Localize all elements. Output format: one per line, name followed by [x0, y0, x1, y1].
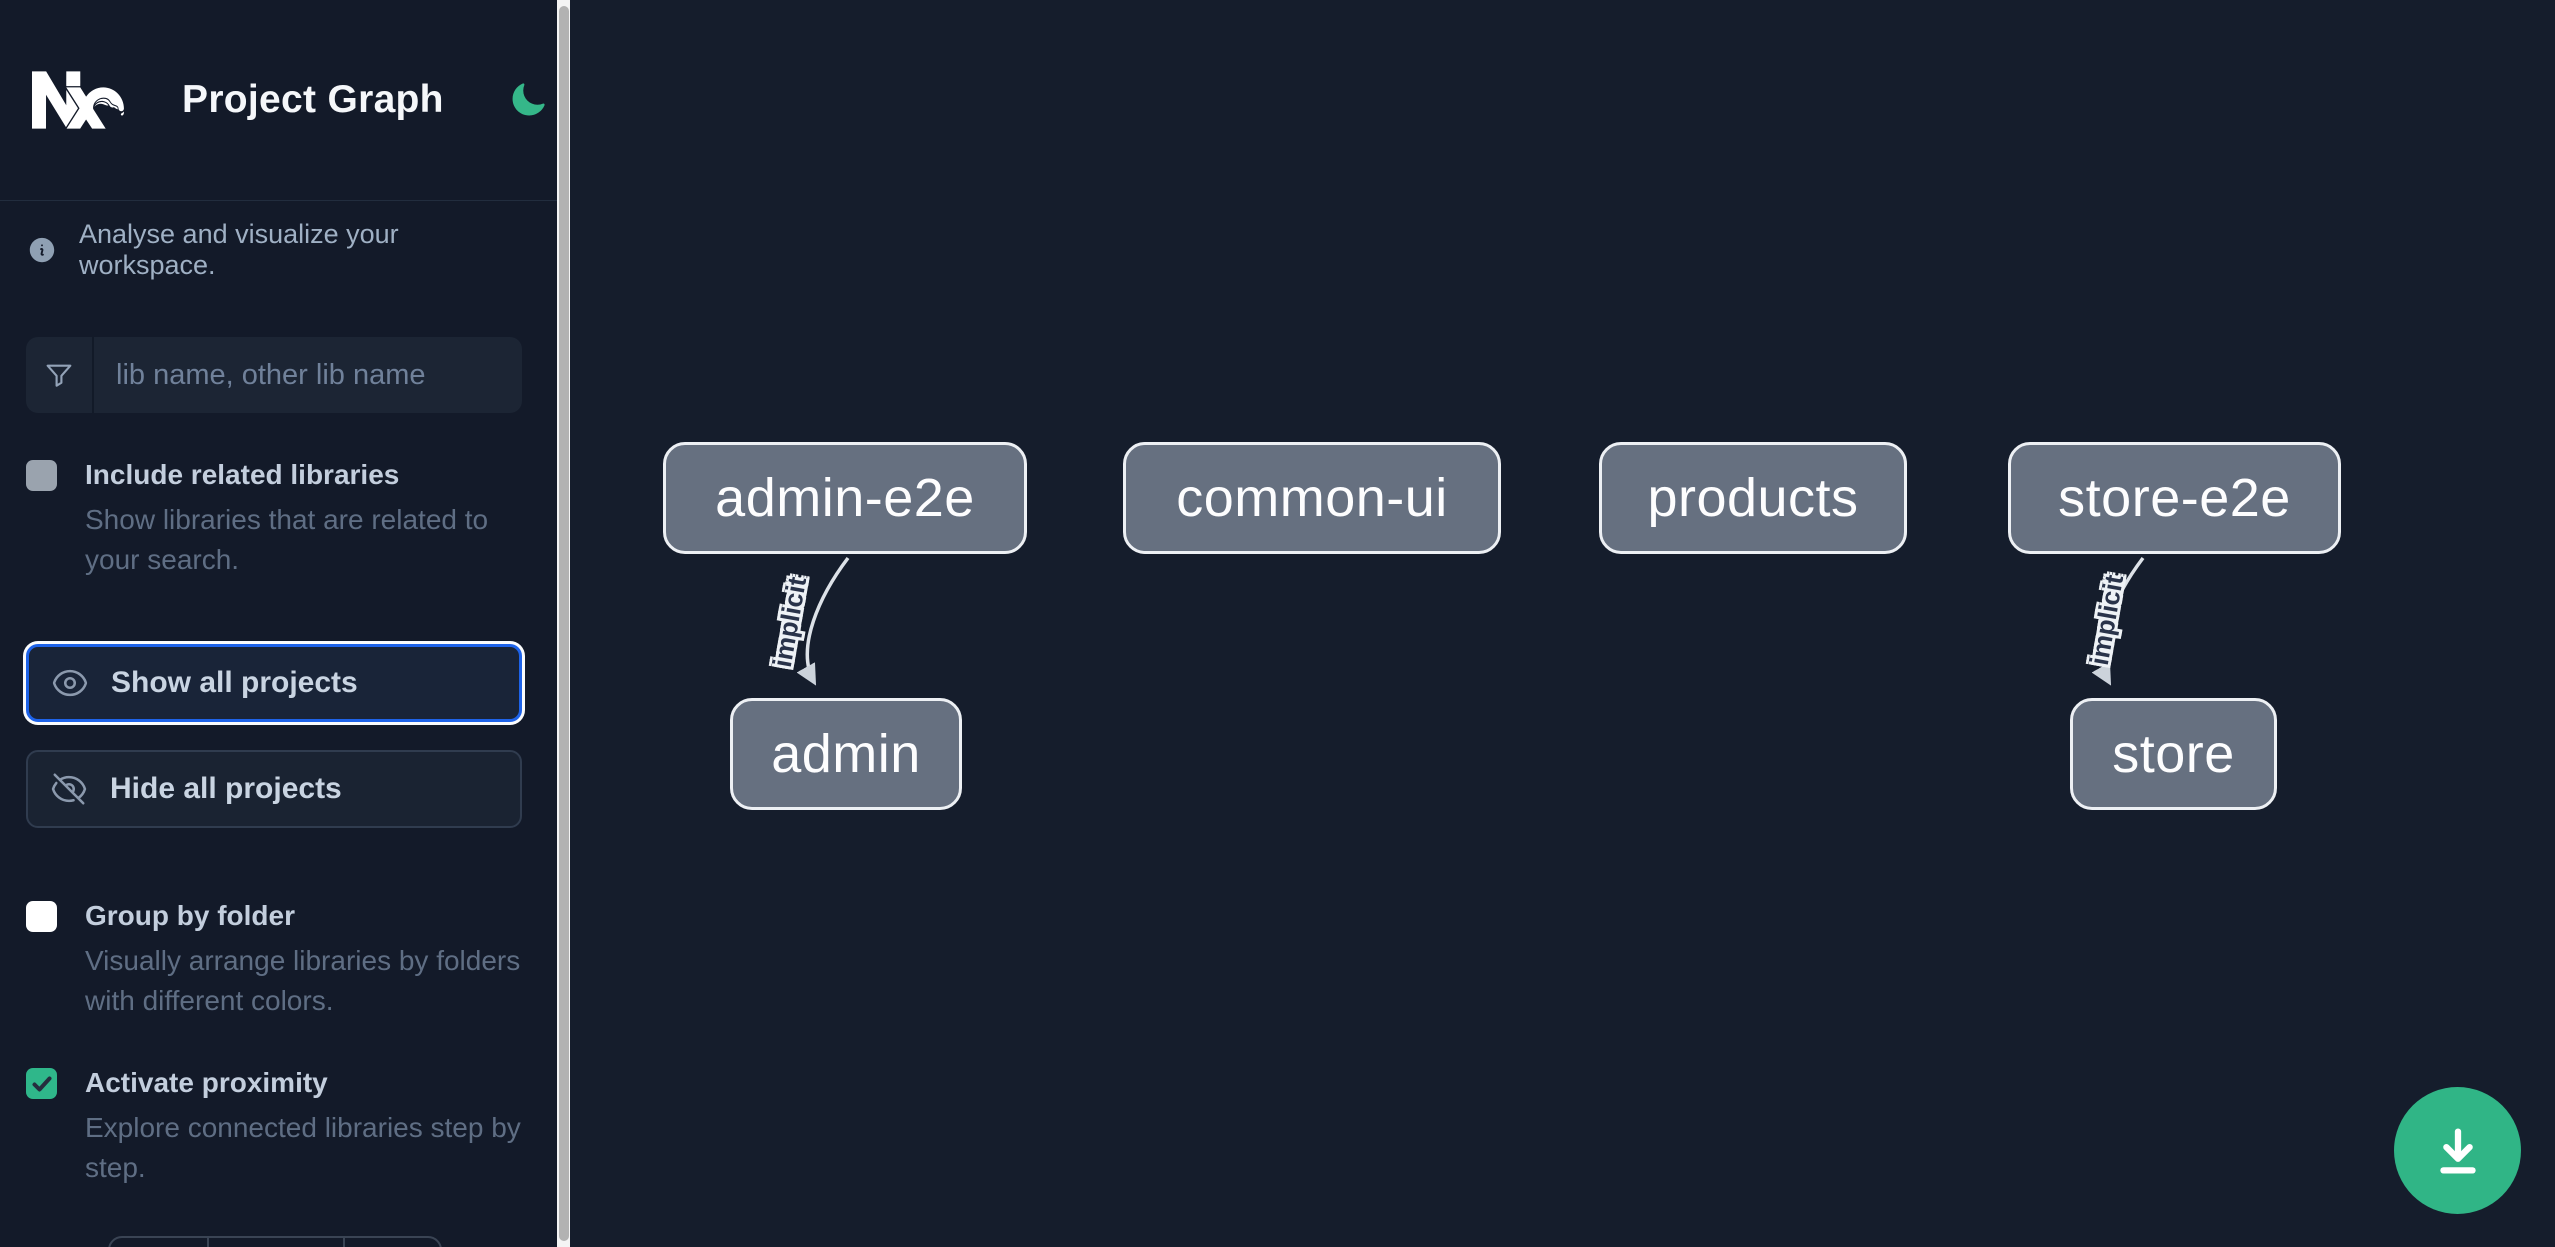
show-all-projects-button[interactable]: Show all projects — [26, 644, 522, 722]
eye-slash-icon — [51, 773, 87, 805]
eye-icon — [52, 669, 88, 697]
graph-edges — [796, 556, 2145, 686]
search-box — [26, 337, 522, 413]
workspace-info: Analyse and visualize your workspace. — [27, 219, 522, 281]
group-by-folder-label[interactable]: Group by folder — [85, 900, 295, 931]
activate-proximity-checkbox[interactable] — [26, 1068, 57, 1099]
include-related-libraries-description: Show libraries that are related to your … — [85, 504, 489, 575]
activate-proximity-label[interactable]: Activate proximity — [85, 1067, 328, 1098]
check-icon — [32, 1076, 51, 1091]
node-common-ui[interactable]: common-ui — [1123, 442, 1501, 554]
search-input[interactable] — [94, 337, 522, 413]
nx-logo-icon — [32, 71, 125, 129]
show-all-projects-label: Show all projects — [111, 666, 358, 699]
hide-all-projects-button[interactable]: Hide all projects — [26, 750, 522, 828]
workspace-info-text: Analyse and visualize your workspace. — [79, 219, 399, 280]
project-graph-canvas[interactable]: admin-e2e common-ui products store-e2e a… — [570, 0, 2555, 1247]
node-store-e2e[interactable]: store-e2e — [2008, 442, 2341, 554]
sidebar-scrollbar-thumb[interactable] — [558, 6, 569, 1241]
activate-proximity-description: Explore connected libraries step by step… — [85, 1112, 521, 1183]
include-related-libraries-checkbox[interactable] — [26, 460, 57, 491]
hide-all-projects-label: Hide all projects — [110, 772, 342, 805]
sidebar-scrollbar[interactable] — [557, 0, 570, 1247]
increment-button[interactable]: + — [345, 1238, 440, 1247]
download-icon — [2439, 1127, 2476, 1174]
theme-toggle-button[interactable] — [508, 80, 548, 120]
include-related-libraries-label[interactable]: Include related libraries — [85, 459, 400, 490]
download-graph-button[interactable] — [2394, 1087, 2521, 1214]
option-activate-proximity: Activate proximity Explore connected lib… — [26, 1065, 522, 1188]
info-icon — [29, 237, 55, 263]
moon-icon — [512, 83, 545, 116]
sidebar-header: Project Graph — [0, 0, 557, 201]
filter-funnel-icon — [26, 337, 94, 413]
node-admin-e2e[interactable]: admin-e2e — [663, 442, 1027, 554]
sidebar: Project Graph Analyse and visualize your… — [0, 0, 557, 1247]
decrement-button[interactable]: − — [110, 1238, 207, 1247]
option-include-related-libraries: Include related libraries Show libraries… — [26, 457, 522, 580]
edge-admin-e2e-to-admin[interactable] — [796, 556, 850, 686]
node-products[interactable]: products — [1599, 442, 1907, 554]
option-group-by-folder: Group by folder Visually arrange librari… — [26, 898, 522, 1021]
page-title: Project Graph — [182, 78, 444, 121]
group-by-folder-checkbox[interactable] — [26, 901, 57, 932]
group-by-folder-description: Visually arrange libraries by folders wi… — [85, 945, 521, 1016]
node-admin[interactable]: admin — [730, 698, 962, 810]
edge-store-e2e-to-store[interactable] — [2091, 556, 2145, 686]
proximity-depth-stepper: − 1 + — [108, 1236, 442, 1247]
proximity-depth-value: 1 — [207, 1238, 345, 1247]
node-store[interactable]: store — [2070, 698, 2277, 810]
